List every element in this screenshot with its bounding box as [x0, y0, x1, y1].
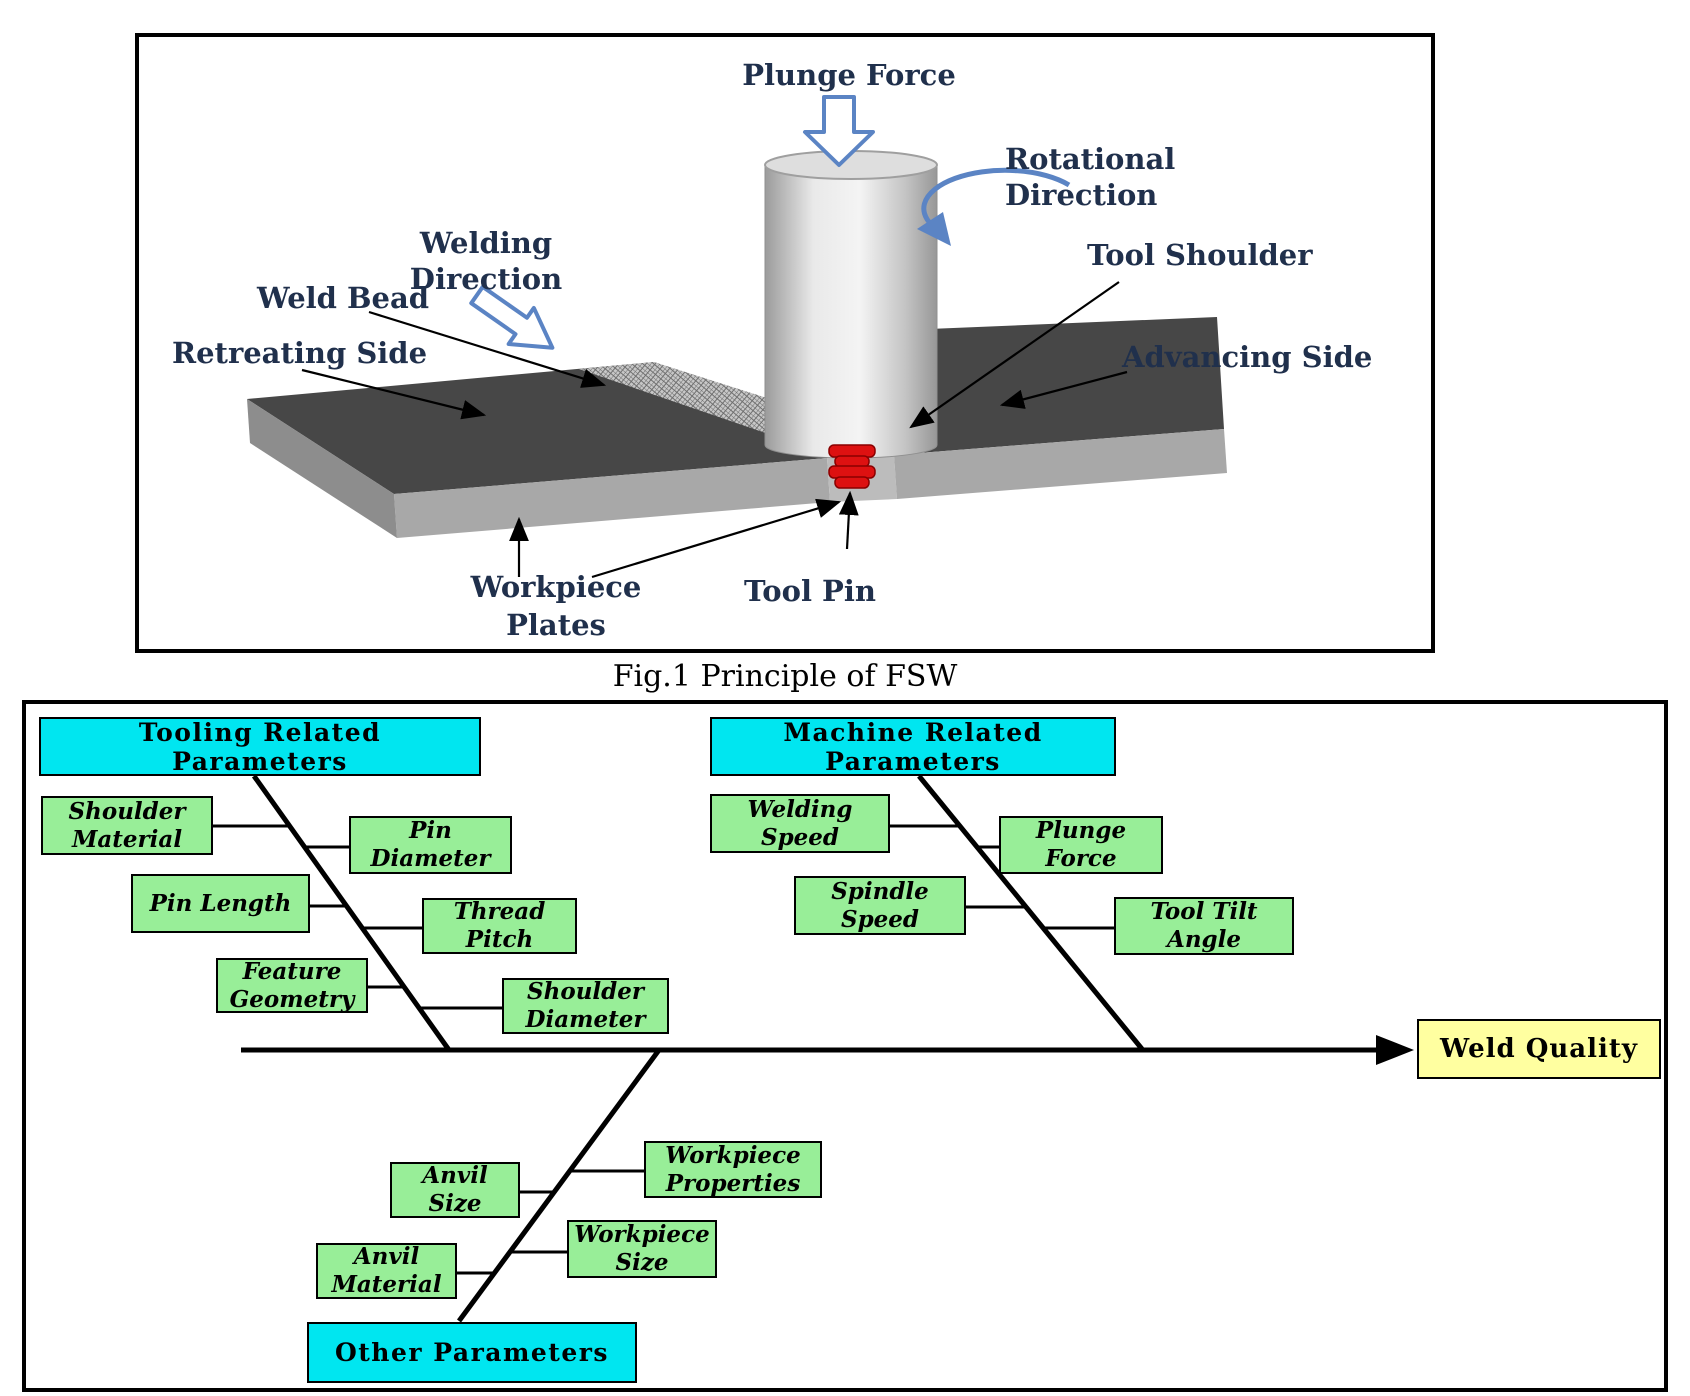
other-branch-line [456, 1048, 662, 1323]
cause-box-shoulder-diameter: Shoulder Diameter [502, 978, 669, 1034]
category-box-tooling: Tooling Related Parameters [39, 717, 481, 776]
retreating-side-leader [301, 368, 487, 420]
rotational-direction-line1: Rotational [1005, 142, 1176, 176]
other-label-line1: Other Parameters [334, 1338, 610, 1367]
fsw-figure-panel: Plunge Force Rotational Direction Weldin… [135, 33, 1435, 653]
rotational-direction-line2: Direction [1005, 178, 1158, 212]
cause-box-tool-tilt-angle: Tool Tilt Angle [1114, 897, 1294, 955]
workpiece-plates-line1: Workpiece [470, 570, 642, 604]
plunge-force-label: Plunge Force [742, 58, 956, 92]
rotational-direction-label: Rotational Direction [1005, 141, 1175, 213]
cause-box-plunge-force: Plunge Force [999, 816, 1163, 874]
rotational-direction-arrowhead-icon [917, 212, 951, 246]
tooling-branch-line [251, 774, 452, 1052]
advancing-plate-top [894, 317, 1224, 455]
category-box-other: Other Parameters [307, 1322, 637, 1383]
retreating-side-label: Retreating Side [172, 336, 428, 370]
welding-direction-line2: Direction [409, 262, 563, 296]
weld-bead-leader [368, 310, 607, 388]
fishbone-panel: Tooling Related Parameters Machine Relat… [22, 700, 1668, 1392]
workpiece-plates-line2: Plates [506, 608, 606, 642]
workpiece-plates-leader-diagonal [591, 498, 842, 579]
tool-shoulder-leader [909, 281, 1120, 429]
cause-box-welding-speed: Welding Speed [710, 794, 890, 853]
tool-pin-leader [838, 490, 859, 550]
tooling-label-line1: Tooling Related [138, 717, 382, 747]
machine-label-line1: Machine Related [783, 717, 1043, 747]
plunge-force-arrow-icon [803, 95, 875, 167]
welding-direction-line1: Welding [419, 226, 553, 260]
machine-label-line2: Parameters [825, 746, 1001, 776]
tool-cylinder-body [764, 164, 938, 459]
rotational-direction-arrow-icon [921, 167, 1071, 235]
advancing-side-leader [999, 370, 1128, 409]
weld-bead-label: Weld Bead [257, 281, 430, 315]
cause-box-spindle-speed: Spindle Speed [794, 876, 966, 935]
cause-box-thread-pitch: Thread Pitch [422, 898, 577, 954]
cause-connectors [213, 824, 1114, 1275]
cause-box-anvil-size: Anvil Size [390, 1162, 520, 1218]
tool-shoulder-label: Tool Shoulder [1087, 238, 1313, 272]
cause-box-pin-diameter: Pin Diameter [349, 816, 512, 874]
retreating-plate-front-face [394, 458, 830, 538]
fishbone-lines [213, 774, 1414, 1323]
workpiece-plates-label: Workpiece Plates [466, 568, 646, 644]
machine-branch-line [917, 774, 1144, 1051]
welding-direction-label: Welding Direction [401, 225, 571, 297]
cause-box-shoulder-material: Shoulder Material [41, 796, 213, 855]
tooling-label-line2: Parameters [172, 746, 348, 776]
cause-box-workpiece-properties: Workpiece Properties [644, 1141, 822, 1198]
retreating-plate-end-face [247, 399, 397, 538]
figure-caption: Fig.1 Principle of FSW [612, 659, 958, 694]
spine-arrowhead-icon [1376, 1035, 1414, 1065]
cause-box-workpiece-size: Workpiece Size [567, 1220, 717, 1278]
leader-lines [301, 281, 1128, 579]
tool-pin-label: Tool Pin [744, 574, 876, 608]
cause-box-feature-geometry: Feature Geometry [216, 958, 368, 1013]
welding-direction-arrow-icon [469, 284, 555, 350]
advancing-side-label: Advancing Side [1122, 340, 1373, 374]
fsw-3d-illustration [247, 95, 1227, 579]
advancing-plate-front-face [894, 429, 1227, 499]
tool-pin-threads [828, 444, 876, 489]
cause-box-anvil-material: Anvil Material [316, 1243, 457, 1299]
category-box-machine: Machine Related Parameters [710, 717, 1116, 776]
effect-box-weld-quality: Weld Quality [1417, 1019, 1661, 1079]
cause-box-pin-length: Pin Length [131, 874, 310, 933]
